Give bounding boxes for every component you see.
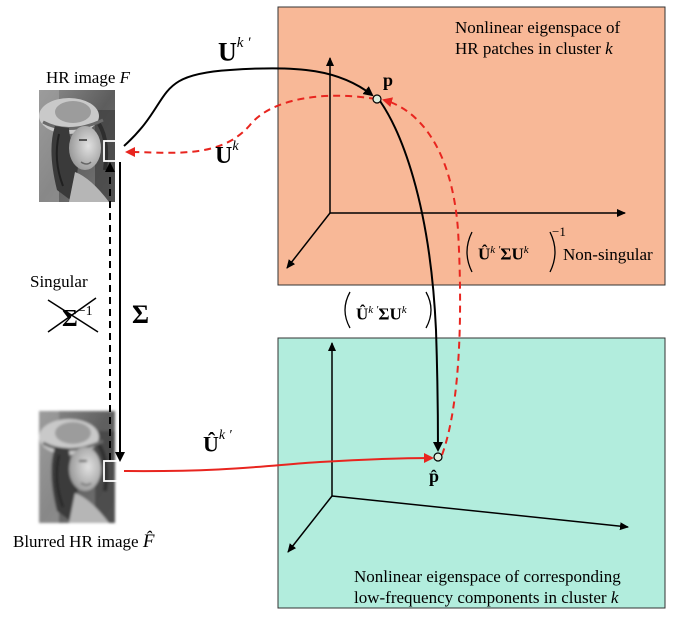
inv-expr-rparen bbox=[549, 231, 556, 273]
hr-caption-var: k bbox=[605, 39, 613, 58]
point-p-label: p bbox=[383, 70, 394, 90]
point-p bbox=[372, 94, 382, 104]
fwd-expr-rparen bbox=[425, 291, 432, 329]
point-p-hat bbox=[433, 452, 443, 462]
lf-caption-line2: low-frequency components in cluster k bbox=[354, 588, 619, 607]
u-k-prime-arrow bbox=[123, 67, 374, 147]
sigma-inverse-label: Σ−1 bbox=[62, 304, 93, 332]
hr-axis-diagonal bbox=[286, 212, 331, 269]
singular-cross-1 bbox=[47, 299, 99, 333]
hr-caption-line2: HR patches in cluster k bbox=[455, 39, 613, 58]
lf-eigenspace-box bbox=[277, 337, 666, 609]
hr-patch-highlight bbox=[103, 140, 125, 162]
hr-caption-line1: Nonlinear eigenspace of bbox=[455, 18, 621, 37]
lf-axes bbox=[287, 342, 629, 553]
inv-expr-lparen bbox=[466, 231, 473, 273]
fwd-expr-lparen bbox=[344, 291, 351, 329]
singular-label: Singular bbox=[30, 272, 88, 291]
point-p-hat-label: p̂ bbox=[429, 466, 440, 486]
u-k-label: Uk bbox=[215, 139, 239, 169]
singular-cross-2 bbox=[47, 297, 97, 333]
hr-image bbox=[39, 90, 125, 202]
inverse-expression-exponent: −1 bbox=[552, 224, 566, 239]
lf-axis-diagonal bbox=[287, 495, 333, 553]
lf-eigenspace-caption: Nonlinear eigenspace of corresponding lo… bbox=[354, 566, 621, 608]
lf-caption-var: k bbox=[610, 588, 619, 607]
hr-eigenspace-caption: Nonlinear eigenspace of HR patches in cl… bbox=[455, 17, 620, 59]
u-k-arrow bbox=[125, 94, 377, 158]
hr-axes bbox=[286, 57, 626, 269]
u-hat-k-prime-label: Ûk ′ bbox=[203, 428, 232, 457]
forward-mapping-arrow bbox=[379, 100, 443, 452]
inverse-mapping-arrow bbox=[382, 97, 462, 456]
hr-image-label: HR image F bbox=[46, 68, 131, 87]
u-k-prime-label: Uk ′ bbox=[218, 35, 251, 67]
lf-axis-horizontal bbox=[331, 495, 629, 531]
blurred-image-label: Blurred HR image F̂ bbox=[13, 531, 155, 552]
forward-expression: Ûk ′ΣUk bbox=[356, 304, 407, 324]
nonsingular-label: Non-singular bbox=[563, 245, 653, 264]
hr-eigenspace-box bbox=[277, 6, 666, 286]
inverse-expression: Ûk ′ΣUk bbox=[478, 244, 529, 264]
sigma-label: Σ bbox=[132, 300, 149, 329]
blurred-image bbox=[39, 411, 125, 523]
lf-caption-line1: Nonlinear eigenspace of corresponding bbox=[354, 567, 621, 586]
u-hat-k-prime-arrow bbox=[123, 453, 434, 473]
